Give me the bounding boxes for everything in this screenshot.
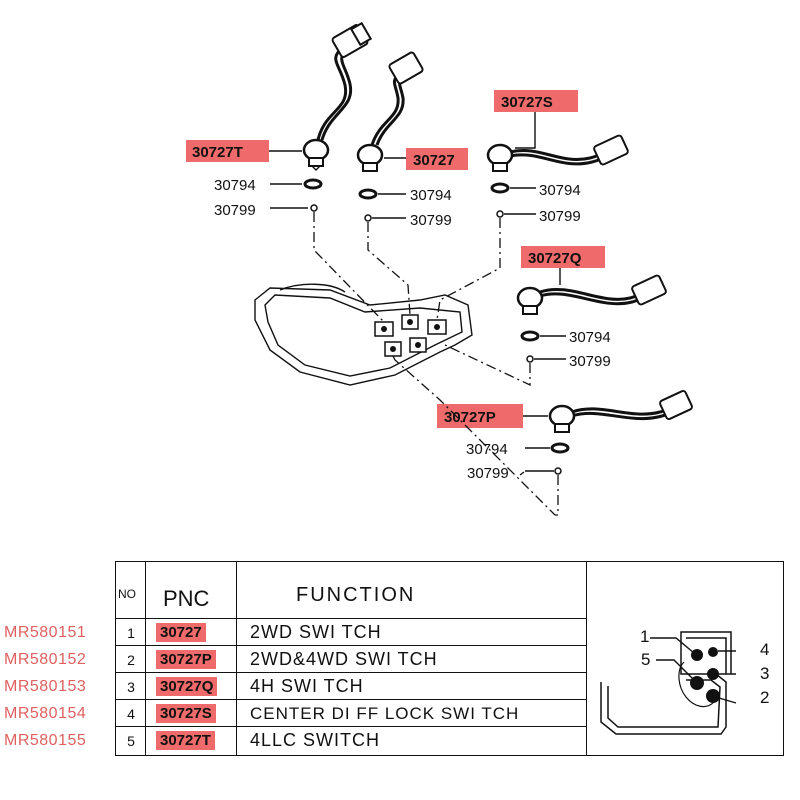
mr-part-5: MR580155 — [4, 732, 87, 749]
label-30794-t: 30794 — [214, 177, 256, 194]
label-30794-s: 30794 — [539, 182, 581, 199]
header-function: FUNCTION — [296, 584, 416, 606]
label-30799-t: 30799 — [214, 202, 256, 219]
label-30799-s: 30799 — [539, 208, 581, 225]
label-30799-p: 30799 — [467, 465, 509, 482]
row-1-pnc: 30727 — [156, 623, 206, 642]
position-label-3: 3 — [760, 664, 769, 683]
row-4-function: CENTER DI FF LOCK SWI TCH — [250, 704, 520, 723]
switch-30727-drawing — [356, 51, 424, 172]
row-5-pnc: 30727T — [156, 731, 215, 750]
switch-30727t-drawing — [302, 21, 373, 171]
label-30794-p: 30794 — [466, 441, 508, 458]
position-label-1: 1 — [640, 627, 649, 646]
label-30794-plain: 30794 — [410, 187, 452, 204]
mr-part-4: MR580154 — [4, 705, 87, 722]
row-2-function: 2WD&4WD SWI TCH — [250, 649, 438, 669]
callout-30727t: 30727T — [192, 144, 243, 161]
position-1-dot — [691, 649, 703, 661]
row-1-no: 1 — [127, 625, 135, 641]
row-1-function: 2WD SWI TCH — [250, 622, 382, 642]
row-5-function: 4LLC SWITCH — [250, 730, 381, 750]
label-30794-q: 30794 — [569, 329, 611, 346]
mr-part-2: MR580152 — [4, 651, 87, 668]
switch-30727q-drawing — [516, 274, 667, 315]
label-30799-plain: 30799 — [410, 212, 452, 229]
row-3-no: 3 — [127, 679, 135, 695]
header-pnc: PNC — [163, 586, 210, 611]
position-3-dot — [707, 668, 719, 680]
row-3-function: 4H SWI TCH — [250, 676, 364, 696]
position-label-4: 4 — [760, 640, 769, 659]
mr-part-3: MR580153 — [4, 678, 87, 695]
position-label-2: 2 — [760, 688, 769, 707]
col-function — [236, 562, 587, 755]
row-5-no: 5 — [127, 733, 135, 749]
callout-30727p: 30727P — [444, 409, 496, 426]
row-4-pnc: 30727S — [156, 704, 216, 723]
row-4-no: 4 — [127, 706, 135, 722]
col-pnc — [145, 562, 237, 755]
callout-30727s: 30727S — [501, 94, 553, 111]
header-no: NO — [118, 587, 136, 601]
callout-30727q: 30727Q — [528, 250, 582, 267]
position-label-5: 5 — [641, 650, 650, 669]
switch-position-inset: 1 2 3 4 5 — [600, 627, 769, 735]
parts-table: NO PNC FUNCTION 1 30727 2WD SWI TCH 2 30… — [115, 561, 784, 756]
label-30799-q: 30799 — [569, 353, 611, 370]
switch-30727p-drawing — [548, 390, 693, 433]
position-4-dot — [708, 647, 718, 657]
row-2-no: 2 — [127, 652, 135, 668]
row-2-pnc: 30727P — [156, 650, 216, 669]
callout-30727: 30727 — [413, 152, 455, 169]
mr-part-1: MR580151 — [4, 624, 87, 641]
transfer-case-housing — [254, 283, 473, 386]
switch-30727s-drawing — [486, 134, 629, 172]
col-no — [116, 562, 146, 755]
position-2-dot — [706, 689, 720, 703]
row-3-pnc: 30727Q — [156, 677, 218, 696]
